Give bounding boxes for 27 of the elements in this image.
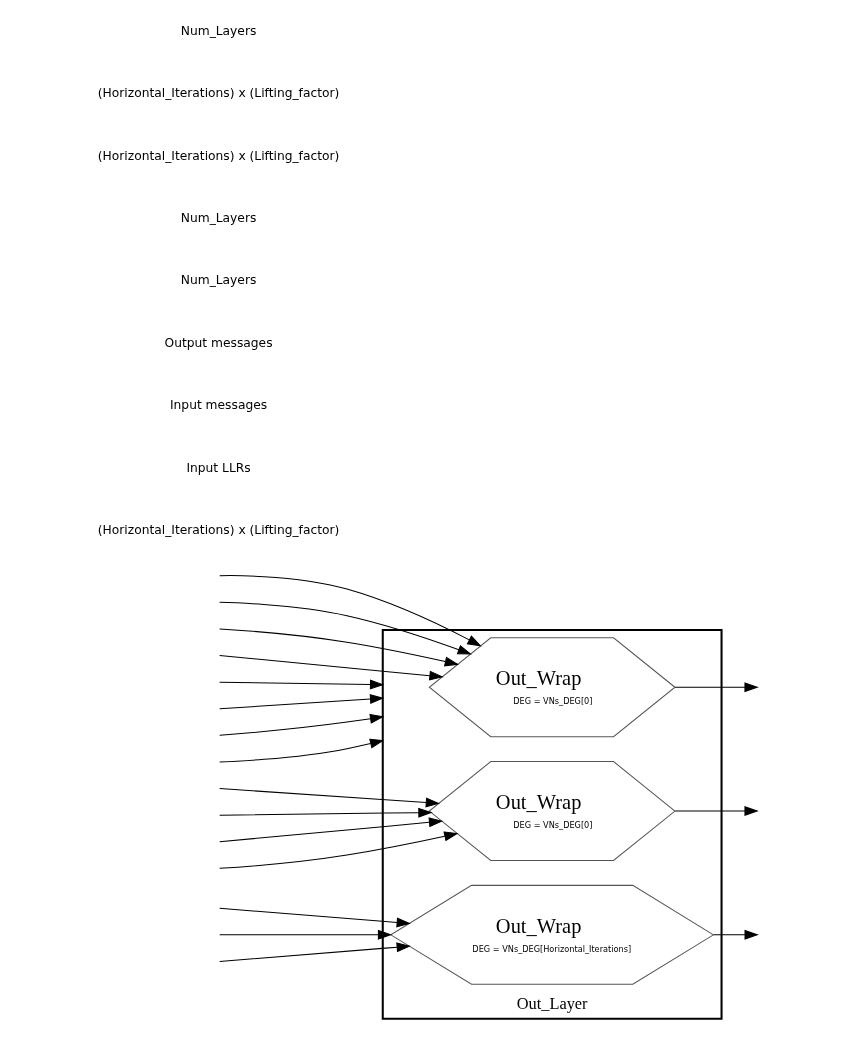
arrow (218, 787, 440, 808)
arrow (218, 574, 482, 646)
arrow (218, 627, 459, 666)
label: Input messages (169, 397, 267, 412)
arrow (218, 907, 411, 927)
label: (Horizontal_Iterations) x (Lifting_factor) (97, 85, 339, 100)
arrow (218, 941, 411, 962)
arrow (218, 678, 384, 689)
arrow (218, 654, 444, 681)
arrow (218, 816, 443, 842)
label: Num_Layers (180, 210, 256, 225)
label: (Horizontal_Iterations) x (Lifting_factor) (97, 522, 339, 537)
label: (Horizontal_Iterations) x (Lifting_factor) (97, 147, 339, 162)
arrow (674, 805, 759, 816)
label: Num_Layers (180, 272, 256, 287)
arrow (674, 681, 759, 692)
arrow (218, 693, 384, 709)
label: Output messages (164, 335, 273, 350)
arrow (712, 929, 759, 940)
label: Input LLRs (185, 460, 251, 475)
arrow (218, 601, 472, 655)
arrow (218, 807, 433, 818)
arrow (218, 713, 384, 736)
arrow (218, 738, 384, 762)
arrow (218, 830, 458, 869)
label: Num_Layers (180, 23, 256, 38)
arrow (218, 929, 392, 940)
